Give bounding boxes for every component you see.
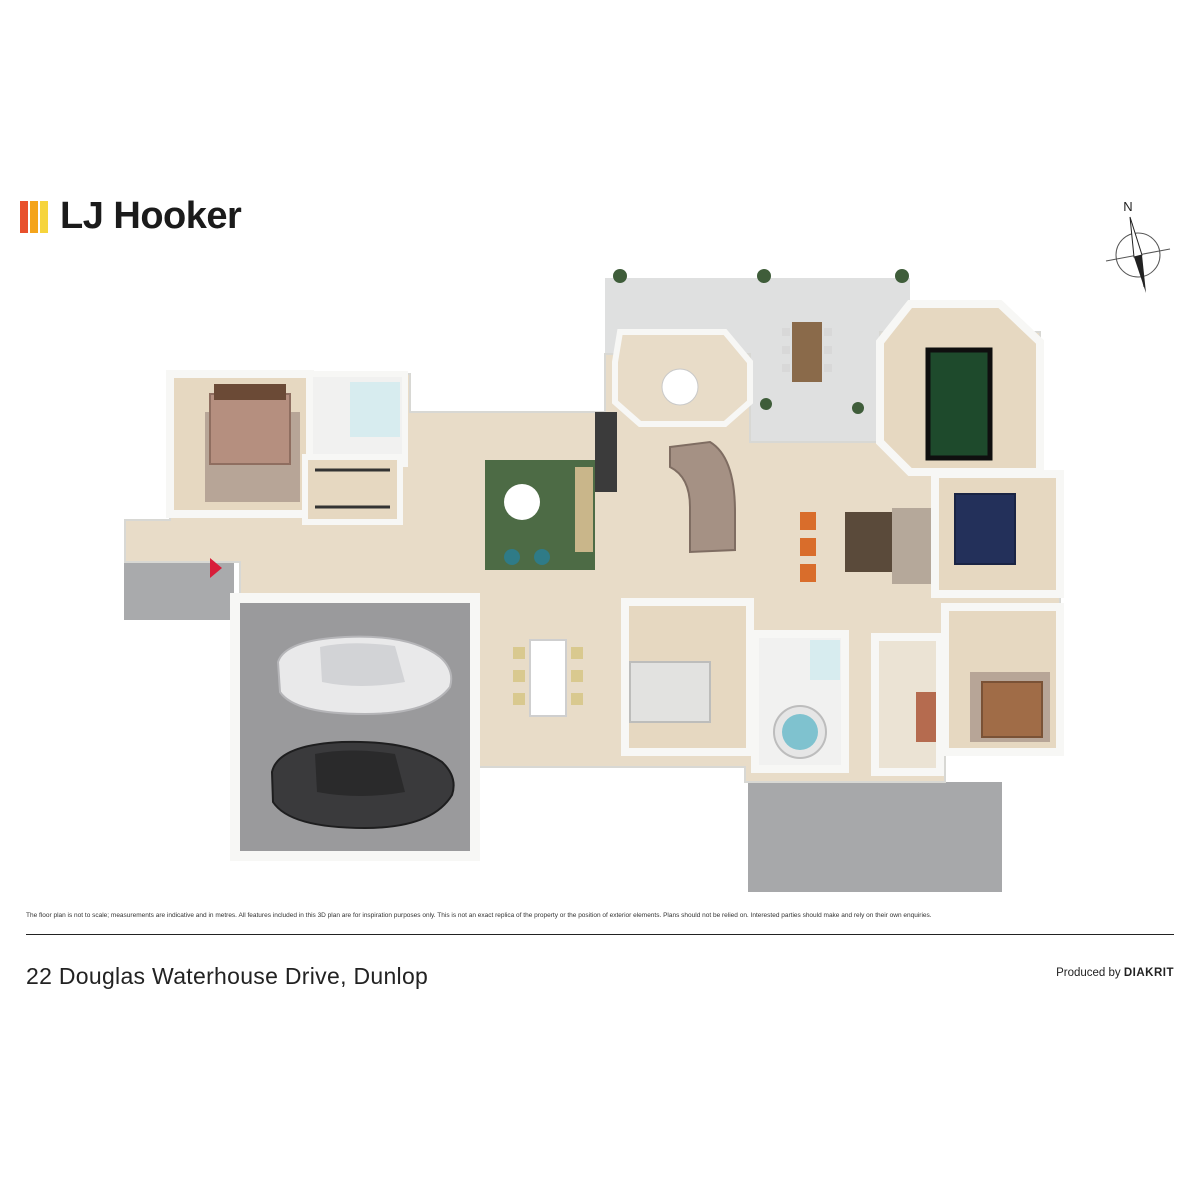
armchair-2 xyxy=(534,549,550,565)
coffee-table xyxy=(504,484,540,520)
armchair-1 xyxy=(504,549,520,565)
lounge-coffee-table xyxy=(845,512,895,572)
north-compass-icon: N xyxy=(1105,199,1171,293)
kitchen-island xyxy=(669,440,736,554)
car-dark xyxy=(270,740,455,830)
disclaimer-text: The floor plan is not to scale; measurem… xyxy=(26,912,932,919)
kitchen-bench xyxy=(595,412,617,492)
patio-area xyxy=(605,278,910,442)
laundry-bench xyxy=(916,692,936,742)
dining-table xyxy=(529,639,567,717)
sofa xyxy=(575,467,593,552)
bath-shower xyxy=(810,640,840,680)
bed-4 xyxy=(981,681,1043,738)
pool-table xyxy=(925,347,993,461)
entry-marker xyxy=(210,558,222,578)
footer-divider xyxy=(26,934,1174,935)
brand-name: LJ Hooker xyxy=(60,195,242,237)
lounge-sofa xyxy=(892,508,932,584)
potted-plants xyxy=(613,269,909,414)
round-dining-table xyxy=(661,368,699,406)
outdoor-dining-table xyxy=(792,322,822,382)
car-white xyxy=(276,635,453,716)
property-address: 22 Douglas Waterhouse Drive, Dunlop xyxy=(26,963,429,989)
driveway xyxy=(748,782,1002,892)
master-bed xyxy=(209,393,291,465)
produced-by: Produced by DIAKRIT xyxy=(1056,967,1174,979)
lj-hooker-logo: LJ Hooker xyxy=(20,195,242,238)
shower-glass xyxy=(350,382,400,437)
3d-floor-plan xyxy=(124,269,1064,892)
logo-bars-icon xyxy=(20,200,48,233)
compass-north-label: N xyxy=(1123,199,1132,214)
diakrit-brand: DIAKRIT xyxy=(1123,967,1174,979)
spa-water xyxy=(782,714,818,750)
bed-headboard xyxy=(214,384,286,400)
bed-3 xyxy=(629,661,711,723)
produced-by-prefix: Produced by xyxy=(1056,967,1121,979)
walk-in-robe xyxy=(302,454,403,525)
navy-bed xyxy=(954,493,1016,565)
